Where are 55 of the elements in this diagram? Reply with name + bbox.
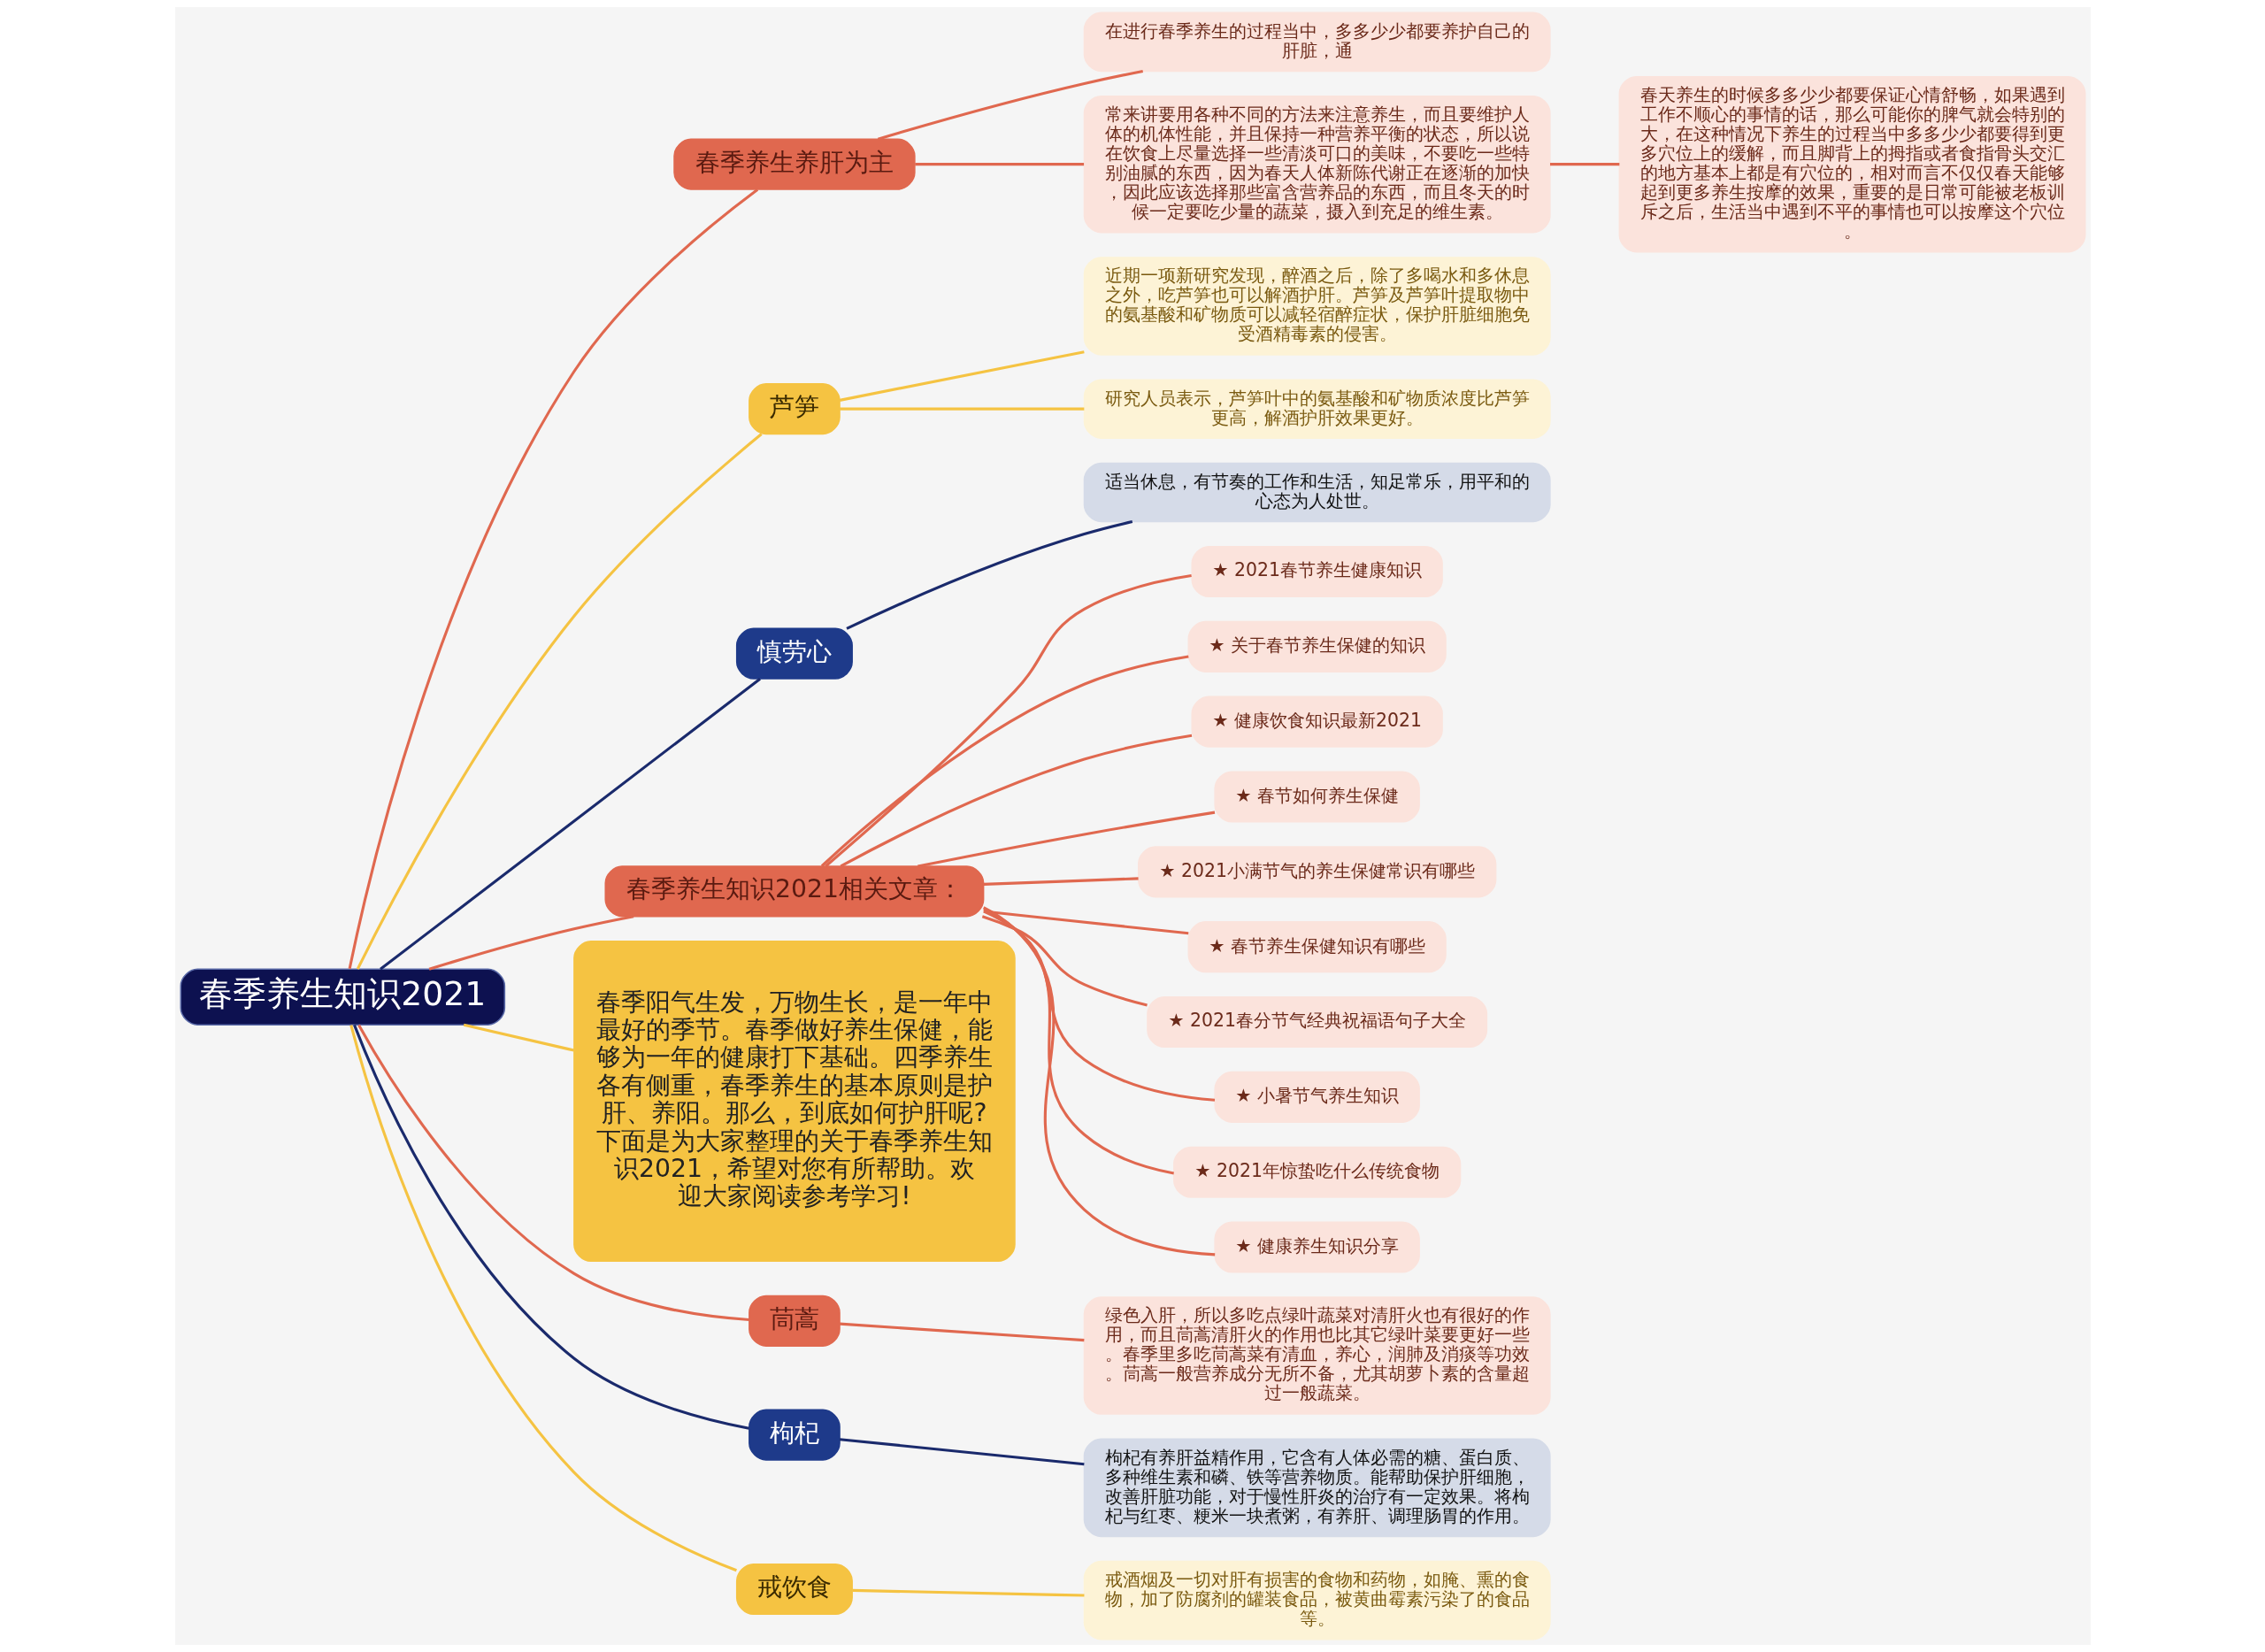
node-box: 研究人员表示，芦笋叶中的氨基酸和矿物质浓度比芦笋更高，解酒护肝效果更好。	[1083, 379, 1551, 439]
connector	[349, 1025, 737, 1572]
connector	[840, 734, 1192, 868]
node-box: ★ 春节如何养生保健	[1213, 771, 1420, 823]
node-box: ★ 2021年惊蛰吃什么传统食物	[1172, 1146, 1461, 1198]
connector	[357, 1024, 749, 1322]
connector	[428, 915, 633, 971]
connector	[379, 677, 761, 971]
node-box: ★ 2021春节养生健康知识	[1191, 545, 1443, 598]
connector	[352, 1024, 749, 1430]
node-box: 芦笋	[748, 383, 841, 435]
connector	[839, 1438, 1084, 1466]
node-box: 枸杞有养肝益精作用，它含有人体必需的糖、蛋白质、多种维生素和磷、铁等营养物质。能帮助保护肝细胞，改善肝脏功能，对于慢性肝炎的治疗有一定效果。将枸杞与红枣、粳米一块煮粥，有养肝、调理肠胃的作用。	[1083, 1438, 1551, 1538]
connector	[348, 188, 758, 970]
node-box: 茼蒿	[748, 1295, 841, 1347]
node-box: ★ 2021小满节气的养生保健常识有哪些	[1137, 846, 1496, 898]
node-box: 近期一项新研究发现，醉酒之后，除了多喝水和多休息之外，吃芦笋也可以解酒护肝。芦笋及芦笋叶提取物中的氨基酸和矿物质可以减轻宿醉症状，保护肝脏细胞免受酒精毒素的侵害。	[1083, 257, 1551, 356]
connector	[914, 163, 1084, 166]
connector	[981, 915, 1148, 1007]
connector	[851, 1588, 1084, 1597]
node-box: 慎劳心	[735, 627, 853, 680]
node-box: 春季养生知识2021	[180, 968, 505, 1026]
connector	[877, 69, 1143, 141]
node-box: 在进行春季养生的过程当中，多多少少都要养护自己的肝脏，通	[1083, 12, 1551, 73]
node-box: ★ 小暑节气养生知识	[1213, 1071, 1420, 1123]
connector	[982, 910, 1188, 935]
node-box: 春天养生的时候多多少少都要保证心情舒畅，如果遇到工作不顺心的事情的话，那么可能你的脾气就会特别的大，在这种情况下养生的过程当中多多少少都要得到更多穴位上的缓解，而且脚背上的拇指或者食指骨头交汇的地方基本上都是有穴位的，相对而言不仅仅春天能够起到更多养生按摩的效果，重要的是日常可能被老板训斥之后，生活当中遇到不平的事情也可以按摩这个穴位。	[1618, 75, 2085, 253]
connector	[839, 350, 1085, 402]
connector	[839, 407, 1084, 411]
node-box: 绿色入肝，所以多吃点绿叶蔬菜对清肝火也有很好的作用，而且茼蒿清肝火的作用也比其它绿叶菜要更好一些。春季里多吃茼蒿菜有清血，养心，润肺及消痰等功效。茼蒿一般营养成分无所不备，尤其胡萝卜素的含量超过一般蔬菜。	[1083, 1296, 1551, 1415]
connector	[820, 655, 1189, 867]
node-box: ★ 健康饮食知识最新2021	[1191, 695, 1443, 748]
node-box: 春季阳气生发，万物生长，是一年中最好的季节。春季做好养生保健，能够为一年的健康打下基础。四季养生各有侧重，春季养生的基本原则是护肝、养阳。那么，到底如何护肝呢?下面是为大家整理的关于春季养生知识2021，希望对您有所帮助。欢迎大家阅读参考学习!	[572, 941, 1016, 1263]
node-box: 适当休息，有节奏的工作和生活，知足常乐，用平和的心态为人处世。	[1083, 462, 1551, 523]
connector	[982, 906, 1215, 1256]
node-box: 常来讲要用各种不同的方法来注意养生，而且要维护人体的机体性能，并且保持一种营养平衡的状态，所以说在饮食上尽量选择一些清淡可口的美味，不要吃一些特别油腻的东西，因为春天人体新陈代谢正在逐渐的加快，因此应该选择那些富含营养品的东西，而且冬天的时候一定要吃少量的蔬菜，摄入到充足的维生素。	[1083, 95, 1551, 234]
node-box: 春季养生养肝为主	[672, 138, 916, 190]
node-box: ★ 健康养生知识分享	[1213, 1221, 1420, 1273]
connector	[839, 1322, 1084, 1342]
connector	[845, 520, 1132, 630]
connector	[824, 573, 1192, 868]
connector	[983, 877, 1139, 886]
connector	[1549, 163, 1619, 166]
connector	[983, 910, 1215, 1102]
node-box: 春季养生知识2021相关文章：	[603, 865, 984, 918]
connector	[356, 433, 763, 970]
connector	[463, 1023, 574, 1052]
node-box: ★ 春节养生保健知识有哪些	[1187, 921, 1447, 973]
node-box: 枸杞	[748, 1409, 841, 1461]
connector	[917, 811, 1215, 868]
connector	[982, 907, 1174, 1175]
node-box: 戒饮食	[735, 1563, 853, 1616]
node-box: ★ 2021春分节气经典祝福语句子大全	[1146, 995, 1487, 1049]
node-box: ★ 关于春节养生保健的知识	[1187, 620, 1447, 672]
node-box: 戒酒烟及一切对肝有损害的食物和药物，如腌、熏的食物，加了防腐剂的罐装食品，被黄曲霉素污染了的食品等。	[1083, 1560, 1551, 1640]
